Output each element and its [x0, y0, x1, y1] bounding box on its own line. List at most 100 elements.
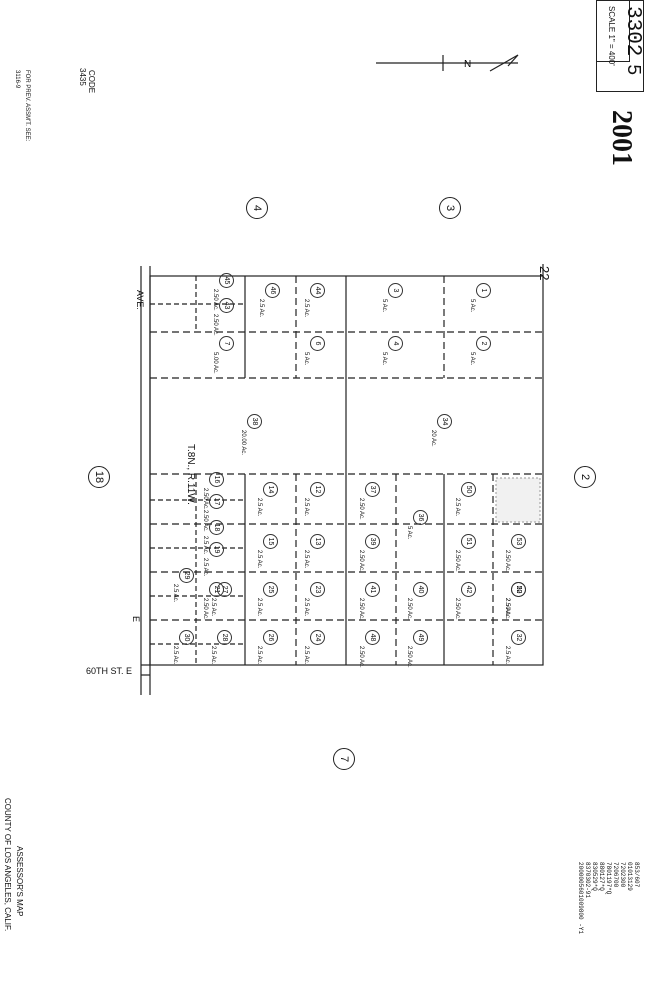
code-value: 3435 — [78, 68, 87, 86]
parcel-number: 38 — [247, 414, 262, 429]
parcel-number: 43 — [219, 298, 234, 313]
parcel-area: 2.5 Ac. — [504, 598, 510, 617]
parcel-area: 2.50 Ac. — [202, 510, 208, 532]
parcel-area: 2.5 Ac. — [454, 498, 460, 517]
parcel-number: 13 — [310, 534, 325, 549]
parcel-number: 32 — [511, 630, 526, 645]
parcel-area: 2.50 Ac. — [202, 488, 208, 510]
code-label: CODE — [87, 70, 96, 94]
revision-code: 8370302-91 — [584, 862, 591, 899]
parcel-number: 44 — [310, 283, 325, 298]
prev-assessment-label: FOR PREV. ASSM'T. SEE: — [24, 70, 30, 142]
parcel-area: 2.5 Ac. — [202, 558, 208, 577]
township-range: T.8N., R.11W. — [185, 444, 196, 505]
section-number-circle: 7 — [333, 748, 355, 770]
parcel-area: 2.5 Ac. — [504, 646, 510, 665]
parcel-area: 2.5 Ac. — [256, 550, 262, 569]
parcel-number: 27 — [217, 582, 232, 597]
parcel-area: 5 Ac. — [381, 299, 387, 313]
parcel-area: 20 Ac. — [430, 430, 436, 447]
parcel-area: 2.50 Ac. — [406, 598, 412, 620]
street-e: E — [131, 616, 141, 623]
parcel-area: 2.50 Ac. — [358, 646, 364, 668]
parcel-number: 15 — [263, 534, 278, 549]
parcel-number: 1 — [476, 283, 491, 298]
parcel-number: 17 — [209, 494, 224, 509]
parcel-number: 30 — [179, 630, 194, 645]
parcel-area: 2.5 Ac. — [303, 550, 309, 569]
parcel-area: 5 Ac. — [381, 352, 387, 366]
header-book-cell — [596, 0, 630, 62]
parcel-boundaries — [140, 264, 544, 695]
revision-code: 7206700 — [612, 862, 619, 888]
parcel-area: 2.5 Ac. — [210, 598, 216, 617]
parcel-area: 2.5 Ac. — [202, 536, 208, 555]
sheet-number: 5 — [622, 64, 644, 76]
parcel-area: 5 Ac. — [469, 352, 475, 366]
parcel-number: 40 — [413, 582, 428, 597]
parcel-area: 2.50 Ac. — [406, 646, 412, 668]
parcel-area: 2.5 Ac. — [172, 646, 178, 665]
scale-label: SCALE 1" = 400' — [607, 6, 616, 66]
parcel-area: 2.5 Ac. — [303, 598, 309, 617]
revision-code: 830529*Q — [591, 862, 598, 891]
parcel-area: 2.5 Ac. — [303, 498, 309, 517]
parcel-number: 6 — [310, 336, 325, 351]
parcel-number: 3 — [388, 283, 403, 298]
parcel-number: 20 — [511, 582, 526, 597]
parcel-number: 37 — [365, 482, 380, 497]
section-number-circle: 2 — [574, 466, 596, 488]
parcel-number: 23 — [310, 582, 325, 597]
parcel-number: 14 — [263, 482, 278, 497]
parcel-area: 2.5 Ac. — [210, 646, 216, 665]
year-stamp: 2001 — [606, 110, 637, 166]
revision-code: 7801197*Q — [605, 862, 612, 895]
parcel-number: 29 — [179, 568, 194, 583]
street-60th: 60TH ST. E — [86, 666, 133, 676]
parcel-number: 34 — [437, 414, 452, 429]
parcel-area: 5 Ac. — [303, 352, 309, 366]
parcel-number: 48 — [365, 630, 380, 645]
parcel-area: 2.50 Ac. — [212, 314, 218, 336]
parcel-area: 2.5 Ac. — [258, 299, 264, 318]
parcel-area: 5 Ac. — [469, 299, 475, 313]
revision-code: 2000005601009800 -Y1 — [577, 862, 584, 935]
parcel-area: 2.50 Ac. — [212, 289, 218, 311]
parcel-number: 46 — [265, 283, 280, 298]
section-number-circle: 3 — [439, 197, 461, 219]
book-page-number: 3302 — [621, 6, 644, 57]
parcel-number: 45 — [219, 273, 234, 288]
footer-title: ASSESSOR'S MAP — [15, 846, 24, 917]
grid-number: 22 — [537, 266, 552, 281]
parcel-number: 41 — [365, 582, 380, 597]
parcel-area: 2.50 Ac. — [504, 550, 510, 572]
parcel-number: 28 — [217, 630, 232, 645]
parcel-area: 2.5 Ac. — [256, 498, 262, 517]
parcel-area: 2.50 Ac. — [358, 550, 364, 572]
parcel-area: 2.50 Ac. — [454, 598, 460, 620]
parcel-number: 16 — [209, 472, 224, 487]
parcel-number: 42 — [461, 582, 476, 597]
parcel-number: 7 — [219, 336, 234, 351]
parcel-number: 50 — [461, 482, 476, 497]
parcel-area: 2.50 Ac. — [202, 598, 208, 620]
dotted-area — [495, 477, 541, 523]
parcel-number: 53 — [511, 534, 526, 549]
parcel-number: 25 — [263, 582, 278, 597]
north-arrow — [376, 54, 519, 72]
parcel-number: 49 — [413, 630, 428, 645]
parcel-area: 2.50 Ac. — [358, 598, 364, 620]
parcel-number: 39 — [365, 534, 380, 549]
parcel-number: 24 — [310, 630, 325, 645]
footer-county: COUNTY OF LOS ANGELES, CALIF. — [3, 798, 12, 932]
revision-code: 853/607 — [633, 862, 640, 888]
parcel-area: 2.5 Ac. — [303, 646, 309, 665]
parcel-number: 2 — [476, 336, 491, 351]
parcel-area: 5 Ac. — [406, 526, 412, 540]
header-box — [596, 0, 644, 92]
revision-code: 880127*Q — [598, 862, 605, 891]
parcel-number: 18 — [209, 520, 224, 535]
parcel-area: 2.5 Ac. — [256, 646, 262, 665]
parcel-number: 12 — [310, 482, 325, 497]
